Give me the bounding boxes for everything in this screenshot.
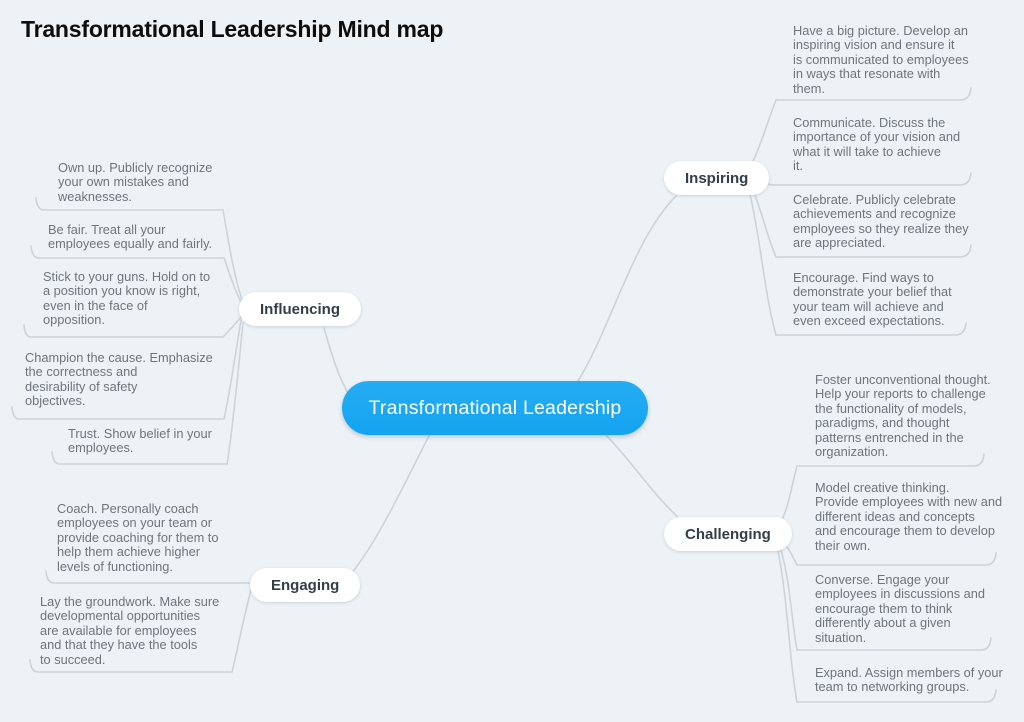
- connector-leaf: [751, 172, 972, 186]
- connector-leaf: [11, 319, 242, 420]
- connector-root-engaging: [345, 433, 431, 581]
- leaf-node[interactable]: Converse. Engage your employees in discu…: [815, 572, 986, 645]
- leaf-node[interactable]: Communicate. Discuss the importance of y…: [793, 115, 961, 174]
- leaf-node[interactable]: Own up. Publicly recognize your own mist…: [58, 160, 213, 204]
- leaf-node[interactable]: Model creative thinking. Provide employe…: [815, 480, 1003, 553]
- connector-leaf: [45, 570, 253, 584]
- leaf-node[interactable]: Trust. Show belief in your employees.: [68, 426, 212, 456]
- leaf-node[interactable]: Be fair. Treat all your employees equall…: [48, 222, 213, 252]
- connector-leaf: [51, 322, 244, 465]
- branch-node-challenging[interactable]: Challenging: [664, 517, 792, 551]
- connector-root-influencing: [323, 327, 350, 396]
- leaf-node[interactable]: Have a big picture. Develop an inspiring…: [793, 23, 969, 96]
- leaf-node[interactable]: Expand. Assign members of your team to n…: [815, 665, 1003, 695]
- connector-leaf: [776, 545, 997, 703]
- connector-root-challenging: [602, 431, 683, 522]
- connector-leaf: [778, 542, 992, 651]
- leaf-node[interactable]: Lay the groundwork. Make sure developmen…: [40, 594, 220, 667]
- branch-node-inspiring[interactable]: Inspiring: [664, 161, 770, 195]
- root-node[interactable]: Transformational Leadership: [342, 381, 648, 435]
- branch-node-influencing[interactable]: Influencing: [239, 292, 361, 326]
- page-title: Transformational Leadership Mind map: [21, 16, 444, 42]
- connector-leaf: [750, 185, 972, 258]
- connector-leaf: [30, 245, 242, 303]
- connector-leaf: [29, 589, 252, 673]
- connector-root-inspiring: [575, 195, 677, 385]
- leaf-node[interactable]: Stick to your guns. Hold on to a positio…: [43, 269, 211, 328]
- branch-node-engaging[interactable]: Engaging: [250, 568, 361, 602]
- connector-leaf: [23, 315, 243, 338]
- leaf-node[interactable]: Foster unconventional thought. Help your…: [815, 372, 991, 460]
- leaf-node[interactable]: Encourage. Find ways to demonstrate your…: [793, 270, 952, 329]
- connector-leaf: [777, 453, 985, 529]
- connector-leaf: [749, 87, 972, 169]
- leaf-node[interactable]: Champion the cause. Emphasize the correc…: [25, 350, 213, 409]
- connector-leaf: [779, 539, 997, 566]
- connector-leaf: [35, 197, 243, 301]
- leaf-node[interactable]: Celebrate. Publicly celebrate achievemen…: [793, 192, 969, 251]
- connector-leaf: [748, 189, 967, 336]
- leaf-node[interactable]: Coach. Personally coach employees on you…: [57, 501, 219, 574]
